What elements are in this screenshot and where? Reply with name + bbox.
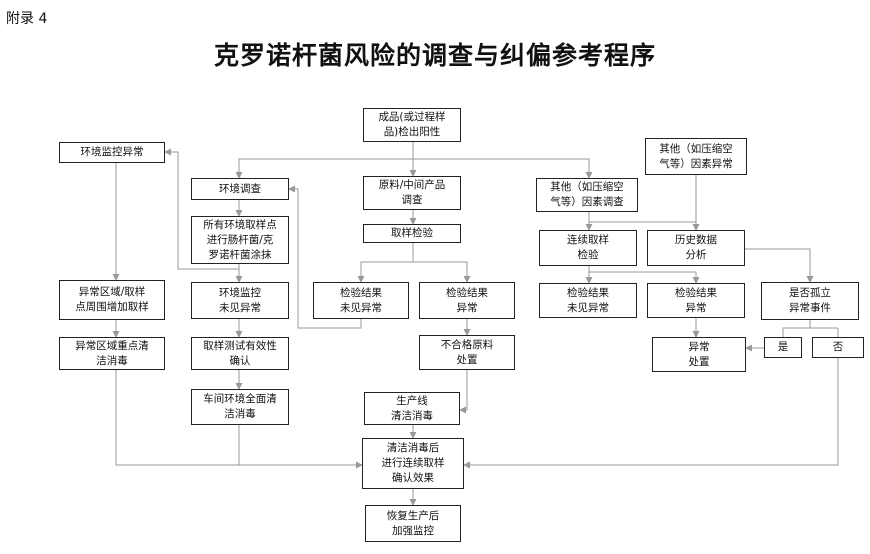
other-factors-right-box: 其他（如压缩空 气等）因素异常: [645, 138, 747, 175]
clean-then-verify-box: 清洁消毒后 进行连续取样 确认效果: [362, 438, 464, 489]
isolated-event-box: 是否孤立 异常事件: [761, 282, 859, 320]
abnormal-area-disinfect-box: 异常区域重点清 洁消毒: [59, 337, 165, 370]
result-normal-right-box: 检验结果 未见异常: [539, 283, 637, 318]
env-monitor-normal-box: 环境监控 未见异常: [191, 282, 289, 319]
no-box: 否: [812, 337, 864, 358]
abnormal-area-sampling-box: 异常区域/取样 点周围增加取样: [59, 280, 165, 320]
abnormal-disposal-box: 异常 处置: [652, 337, 746, 372]
sampling-test-box: 取样检验: [363, 224, 461, 243]
yes-box: 是: [764, 337, 802, 358]
result-abnormal-left-box: 检验结果 异常: [419, 282, 515, 319]
env-monitor-abnormal-box: 环境监控异常: [59, 142, 165, 163]
finished-positive-box: 成品(或过程样 品)检出阳性: [363, 108, 461, 142]
other-factors-center-box: 其他（如压缩空 气等）因素调查: [536, 178, 638, 212]
result-abnormal-right-box: 检验结果 异常: [647, 283, 745, 318]
appendix-label: 附录 4: [6, 11, 48, 27]
nonconforming-raw-box: 不合格原料 处置: [419, 335, 515, 370]
env-investigation-box: 环境调查: [191, 178, 289, 200]
validate-sampling-box: 取样测试有效性 确认: [191, 337, 289, 370]
history-analysis-box: 历史数据 分析: [647, 230, 745, 266]
line-clean-box: 生产线 清洁消毒: [364, 392, 460, 425]
continuous-sampling-box: 连续取样 检验: [539, 230, 637, 266]
resume-production-box: 恢复生产后 加强监控: [365, 505, 461, 542]
result-normal-left-box: 检验结果 未见异常: [313, 282, 409, 319]
all-env-sampling-box: 所有环境取样点 进行肠杆菌/克 罗诺杆菌涂抹: [191, 216, 289, 264]
page-title: 克罗诺杆菌风险的调查与纠偏参考程序: [213, 41, 656, 70]
workshop-clean-box: 车间环境全面清 洁消毒: [191, 389, 289, 425]
raw-intermediate-box: 原料/中间产品 调查: [363, 176, 461, 210]
